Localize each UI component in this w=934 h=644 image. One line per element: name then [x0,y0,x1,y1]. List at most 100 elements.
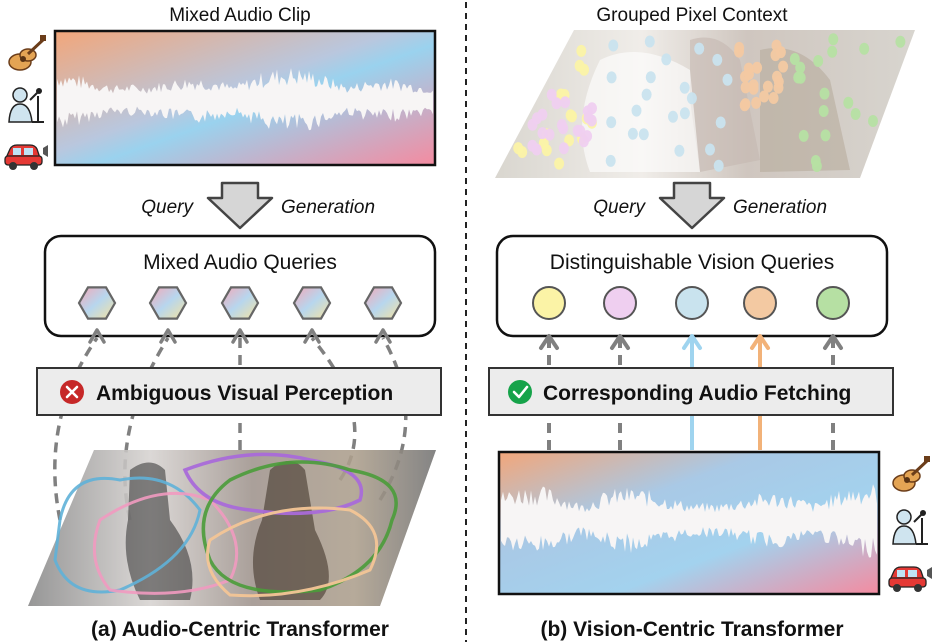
pixel-dot [819,87,830,100]
left-scene-image [28,450,436,606]
pixel-dot [759,90,770,103]
pixel-dot [789,53,800,65]
pixel-dot [605,154,616,167]
right-panel: Grouped Pixel Context Query Generation D… [488,5,932,641]
arrow-head [823,334,843,350]
left-audio-clip [53,29,437,167]
pixel-dot [668,110,678,123]
right-generation-label: Generation [733,197,827,218]
pixel-dot [827,45,838,58]
pixel-dot [644,35,655,48]
left-queries-title: Mixed Audio Queries [143,251,337,274]
mixed-query-hexagon [363,286,403,320]
vision-query-circle [603,286,637,320]
pixel-dot [537,127,548,140]
pixel-dot [627,127,638,140]
pixel-dot [771,39,782,52]
vision-query-circle [675,286,709,320]
pixel-group-dots [513,33,906,172]
dashed-query-arrow [53,337,99,521]
pixel-dot [517,146,528,158]
arrow-head [303,328,321,344]
outline-blue [53,476,202,594]
pixel-dot [773,81,784,94]
arrow-head [159,328,177,344]
pixel-dot [645,71,656,84]
ambiguous-perception-banner: Ambiguous Visual Perception [36,367,442,416]
arrow-head [88,328,106,344]
pixel-dot [583,111,594,124]
pixel-dot [631,104,642,117]
pixel-dot [713,159,724,172]
pixel-dot [686,92,697,105]
vision-query-row [532,286,850,320]
pixel-dot [576,44,587,57]
left-query-generation-arrow: Query Generation [141,181,375,230]
pixel-dot [820,129,831,142]
vision-query-circle [532,286,566,320]
pixel-dot [751,96,762,109]
vision-query-circle [816,286,850,320]
pixel-dot [578,135,589,148]
grouped-pixel-image [495,30,915,178]
pixel-dot [859,42,870,55]
pixel-dot [810,155,821,167]
left-waveform [57,68,433,131]
pixel-dot [740,81,751,94]
outline-green [201,460,398,594]
pixel-dot [551,97,562,110]
guitar-icon [8,35,46,71]
pixel-dot [641,88,652,101]
pixel-dot [768,92,779,104]
car-horn-icon [4,144,48,170]
left-generation-label: Generation [281,197,375,218]
corresponding-fetch-banner: Corresponding Audio Fetching [488,367,894,416]
pixel-dot [674,144,685,157]
mixed-audio-query-row [77,286,403,320]
arrow-head [374,328,392,344]
singer-icon [892,509,928,545]
pixel-dot [793,71,804,84]
pixel-dot [772,70,782,83]
pixel-dot [798,129,809,142]
arrow-head [610,334,630,350]
mixed-query-hexagon [220,286,260,320]
pixel-dot [770,49,781,62]
pixel-dot [560,96,571,109]
mixed-query-hexagon [77,286,117,320]
vision-query-circle [743,286,777,320]
car-horn-icon [888,566,932,592]
pixel-dot [705,143,715,156]
pixel-dot [868,115,878,127]
left-query-label: Query [141,197,194,218]
pixel-dot [795,61,806,74]
pixel-dot [546,88,557,101]
pixel-dot [694,42,705,55]
ambiguous-perception-label: Ambiguous Visual Perception [96,382,393,405]
pixel-dot [606,116,617,129]
corresponding-fetch-label: Corresponding Audio Fetching [543,382,851,405]
pixel-dot [679,81,690,94]
pixel-dot [778,60,789,73]
mixed-query-hexagon [148,286,188,320]
pixel-dot [558,142,569,155]
pixel-dot [850,108,861,120]
check-icon [508,380,532,404]
arrow-head [750,334,770,350]
left-panel: Mixed Audio Clip [4,5,442,641]
left-queries-box: Mixed Audio Queries [43,234,437,338]
pixel-dot [567,110,577,123]
pixel-dot [554,157,565,170]
singer-icon [8,87,44,123]
pixel-dot [531,143,542,156]
pixel-dot [895,35,906,48]
pixel-dot [638,128,649,141]
right-audio-clip [497,450,881,596]
pixel-dot [828,33,839,46]
guitar-icon [892,456,930,492]
pixel-dot [743,62,754,75]
right-title: Grouped Pixel Context [596,5,788,26]
pixel-dot [532,112,542,125]
mixed-query-hexagon [292,286,332,320]
